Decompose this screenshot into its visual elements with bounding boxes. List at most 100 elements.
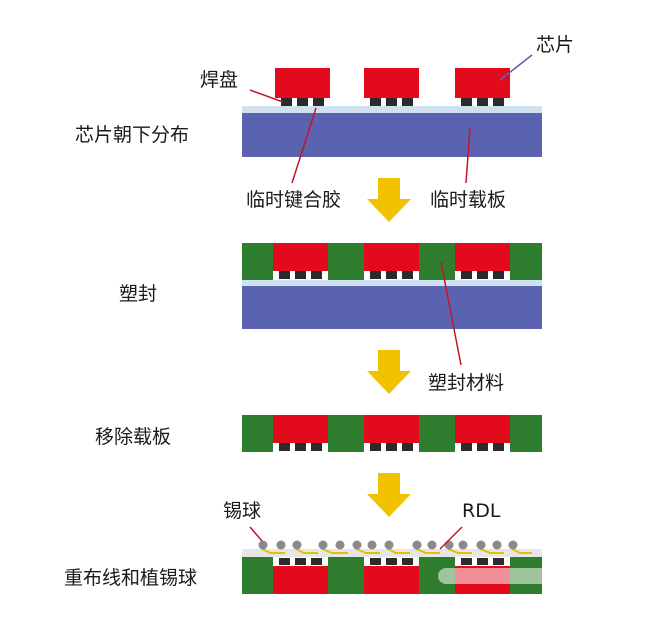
adhesive-leader-line	[291, 107, 317, 184]
temporary-carrier	[242, 286, 542, 329]
temporary-carrier-label: 临时载板	[430, 189, 507, 211]
temporary-adhesive-layer	[242, 106, 542, 113]
solder-pad	[386, 443, 397, 451]
solder-pad	[402, 98, 413, 106]
rdl-trace	[321, 548, 348, 554]
rdl-trace	[511, 548, 532, 554]
solder-pad	[370, 271, 381, 279]
chip-body	[364, 243, 419, 271]
solder-pad	[279, 443, 290, 451]
solder-pad	[370, 558, 381, 565]
solder-ball	[384, 540, 394, 550]
solder-pad	[370, 98, 381, 106]
solder-pad	[493, 271, 504, 279]
solder-pad	[493, 558, 504, 565]
step3-assembly	[242, 415, 542, 452]
chip-1	[273, 557, 328, 594]
solder-pad	[386, 558, 397, 565]
solder-ball-leader-line	[249, 526, 263, 542]
step1-label: 芯片朝下分布	[75, 124, 190, 146]
temporary-carrier	[242, 112, 542, 157]
rdl-label: RDL	[462, 500, 501, 522]
solder-pad	[295, 558, 306, 565]
solder-pad	[477, 98, 488, 106]
chip-body	[273, 566, 328, 594]
solder-ball	[476, 540, 486, 550]
solder-ball	[427, 540, 437, 550]
solder-pad	[402, 558, 413, 565]
solder-pad	[281, 98, 292, 106]
solder-pad	[477, 443, 488, 451]
chip-body	[273, 243, 328, 271]
solder-pad	[297, 98, 308, 106]
chip-body	[364, 68, 419, 98]
dielectric-layer	[242, 549, 542, 557]
temporary-adhesive-layer	[242, 280, 542, 286]
chip-body	[364, 415, 419, 443]
solder-pad	[370, 443, 381, 451]
chip-label: 芯片	[536, 34, 575, 56]
rdl-trace	[261, 548, 285, 554]
chip-3	[455, 415, 510, 452]
solder-ball	[276, 540, 286, 550]
rdl-traces	[261, 548, 532, 554]
rdl-leader-line	[439, 526, 463, 550]
step4-assembly	[242, 540, 542, 594]
rdl-trace	[415, 548, 440, 554]
solder-pad	[295, 443, 306, 451]
solder-pad	[402, 443, 413, 451]
solder-pad	[311, 558, 322, 565]
solder-pad	[386, 98, 397, 106]
solder-pad	[279, 558, 290, 565]
solder-pad	[279, 271, 290, 279]
rdl-trace	[479, 548, 504, 554]
solder-ball-label: 锡球	[223, 500, 262, 522]
down-arrow-icon	[367, 178, 411, 222]
solder-pad	[493, 98, 504, 106]
chip-3	[455, 68, 510, 106]
solder-pad	[461, 443, 472, 451]
solder-pad	[311, 443, 322, 451]
down-arrow-icon	[367, 473, 411, 517]
solder-ball	[458, 540, 468, 550]
chip-3	[455, 243, 510, 280]
solder-pad	[313, 98, 324, 106]
temporary-adhesive-label: 临时键合胶	[246, 189, 342, 211]
chip-1	[275, 68, 330, 106]
step1-assembly	[242, 68, 542, 157]
solder-pad	[386, 271, 397, 279]
watermark-blur	[438, 568, 568, 584]
solder-pad	[295, 271, 306, 279]
carrier-leader-line	[465, 127, 471, 184]
solder-ball	[292, 540, 302, 550]
chip-body	[455, 243, 510, 271]
step2-assembly	[242, 243, 542, 329]
solder-ball	[352, 540, 362, 550]
chip-1	[273, 415, 328, 452]
solder-ball	[318, 540, 328, 550]
rdl-trace	[387, 548, 410, 554]
step3-label: 移除载板	[95, 426, 172, 448]
pad-leader-line	[249, 89, 284, 103]
chip-2	[364, 68, 419, 106]
step4-label: 重布线和植锡球	[64, 567, 198, 589]
chip-2	[364, 557, 419, 594]
solder-pad	[477, 271, 488, 279]
mold-material-label: 塑封材料	[428, 372, 505, 394]
solder-pad	[461, 98, 472, 106]
down-arrow-icon	[367, 350, 411, 394]
chip-body	[273, 415, 328, 443]
solder-pad	[311, 271, 322, 279]
solder-pad	[461, 271, 472, 279]
solder-ball	[508, 540, 518, 550]
mold-leader-line	[440, 261, 462, 366]
pad-label: 焊盘	[200, 69, 239, 91]
solder-pad	[461, 558, 472, 565]
solder-ball	[412, 540, 422, 550]
chip-1	[273, 243, 328, 280]
chip-2	[364, 243, 419, 280]
rdl-trace	[447, 548, 472, 554]
solder-ball	[444, 540, 454, 550]
